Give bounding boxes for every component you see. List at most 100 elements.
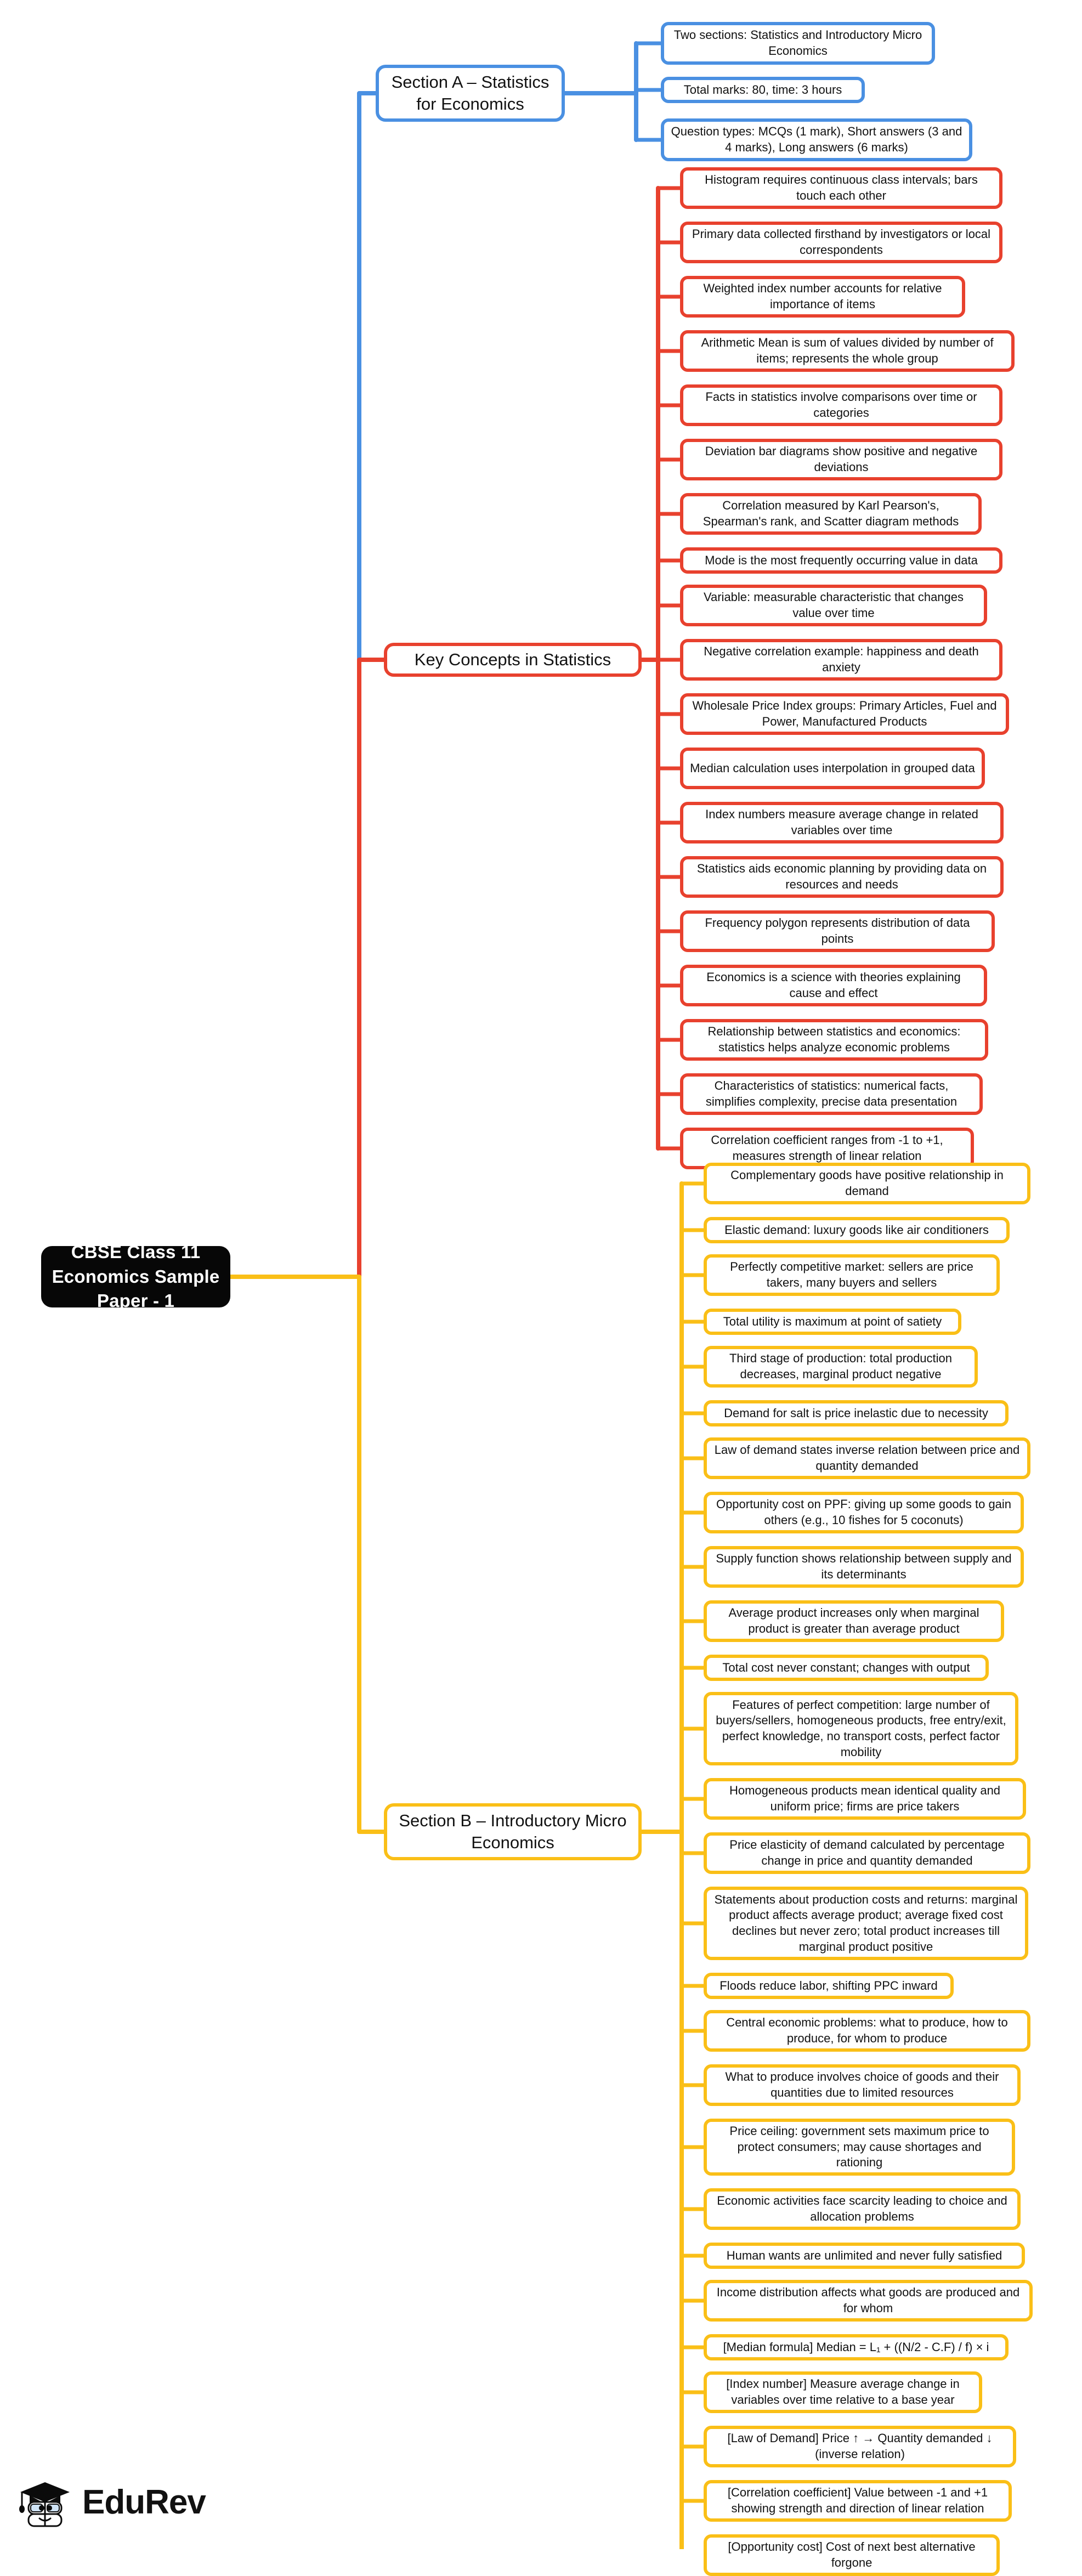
leaf-node-section-b-11-label: Total cost never constant; changes with …	[722, 1660, 970, 1674]
leaf-node-section-a-3-label: Question types: MCQs (1 mark), Short ans…	[671, 124, 962, 154]
leaf-node-section-b-5-label: Third stage of production: total product…	[729, 1351, 953, 1381]
leaf-node-key-concepts-5[interactable]: Facts in statistics involve comparisons …	[680, 384, 1002, 426]
leaf-node-section-b-21[interactable]: Human wants are unlimited and never full…	[704, 2243, 1025, 2269]
leaf-node-section-b-21-label: Human wants are unlimited and never full…	[726, 2248, 1002, 2262]
leaf-node-key-concepts-13[interactable]: Index numbers measure average change in …	[680, 802, 1004, 843]
leaf-node-section-b-16-label: Floods reduce labor, shifting PPC inward	[720, 1978, 938, 1992]
leaf-node-section-a-3[interactable]: Question types: MCQs (1 mark), Short ans…	[661, 118, 972, 161]
leaf-node-section-b-9-label: Supply function shows relationship betwe…	[716, 1552, 1012, 1581]
edurev-logo[interactable]: EduRev	[16, 2473, 206, 2530]
leaf-node-key-concepts-14[interactable]: Statistics aids economic planning by pro…	[680, 856, 1004, 898]
leaf-node-section-b-3-label: Perfectly competitive market: sellers ar…	[730, 1260, 973, 1289]
branch-node-key-concepts-label: Key Concepts in Statistics	[414, 649, 611, 669]
leaf-node-section-b-7-label: Law of demand states inverse relation be…	[714, 1443, 1020, 1473]
leaf-node-section-b-2-label: Elastic demand: luxury goods like air co…	[724, 1222, 989, 1237]
leaf-node-key-concepts-16[interactable]: Economics is a science with theories exp…	[680, 965, 987, 1006]
leaf-node-key-concepts-17-label: Relationship between statistics and econ…	[707, 1024, 961, 1054]
leaf-node-key-concepts-4-label: Arithmetic Mean is sum of values divided…	[701, 336, 994, 365]
leaf-node-section-b-1-label: Complementary goods have positive relati…	[730, 1168, 1004, 1198]
leaf-node-key-concepts-3[interactable]: Weighted index number accounts for relat…	[680, 276, 965, 318]
leaf-node-section-b-8[interactable]: Opportunity cost on PPF: giving up some …	[704, 1492, 1024, 1533]
leaf-node-key-concepts-15[interactable]: Frequency polygon represents distributio…	[680, 910, 995, 952]
leaf-node-section-b-9[interactable]: Supply function shows relationship betwe…	[704, 1546, 1024, 1588]
leaf-node-section-b-23-label: [Median formula] Median = L₁ + ((N/2 - C…	[723, 2340, 989, 2354]
leaf-node-key-concepts-8-label: Mode is the most frequently occurring va…	[705, 553, 978, 567]
leaf-node-section-b-17[interactable]: Central economic problems: what to produ…	[704, 2010, 1030, 2052]
leaf-node-key-concepts-18-label: Characteristics of statistics: numerical…	[705, 1079, 958, 1108]
leaf-node-key-concepts-1[interactable]: Histogram requires continuous class inte…	[680, 167, 1002, 209]
leaf-node-section-b-24[interactable]: [Index number] Measure average change in…	[704, 2371, 982, 2413]
leaf-node-section-b-15-label: Statements about production costs and re…	[714, 1892, 1018, 1954]
leaf-node-key-concepts-11-label: Wholesale Price Index groups: Primary Ar…	[692, 699, 997, 728]
leaf-node-section-b-14[interactable]: Price elasticity of demand calculated by…	[704, 1832, 1030, 1874]
leaf-node-key-concepts-15-label: Frequency polygon represents distributio…	[705, 916, 970, 946]
leaf-node-section-a-1[interactable]: Two sections: Statistics and Introductor…	[661, 22, 935, 65]
leaf-node-section-a-2-label: Total marks: 80, time: 3 hours	[683, 82, 842, 97]
leaf-node-section-b-7[interactable]: Law of demand states inverse relation be…	[704, 1437, 1030, 1479]
leaf-node-section-b-18[interactable]: What to produce involves choice of goods…	[704, 2064, 1021, 2106]
branch-node-section-b[interactable]: Section B – Introductory Micro Economics	[384, 1803, 642, 1860]
leaf-node-key-concepts-6-label: Deviation bar diagrams show positive and…	[705, 444, 978, 474]
branch-node-section-a-label: Section A – Statistics for Economics	[391, 72, 550, 114]
leaf-node-key-concepts-10-label: Negative correlation example: happiness …	[704, 644, 979, 674]
leaf-node-section-a-2[interactable]: Total marks: 80, time: 3 hours	[661, 77, 865, 103]
branch-node-section-a[interactable]: Section A – Statistics for Economics	[376, 65, 565, 122]
leaf-node-key-concepts-6[interactable]: Deviation bar diagrams show positive and…	[680, 439, 1002, 480]
leaf-node-section-b-18-label: What to produce involves choice of goods…	[725, 2070, 999, 2099]
leaf-node-section-b-25[interactable]: [Law of Demand] Price ↑ → Quantity deman…	[704, 2426, 1016, 2467]
leaf-node-section-b-25-label: [Law of Demand] Price ↑ → Quantity deman…	[727, 2431, 993, 2461]
leaf-node-section-b-1[interactable]: Complementary goods have positive relati…	[704, 1163, 1030, 1204]
leaf-node-key-concepts-4[interactable]: Arithmetic Mean is sum of values divided…	[680, 330, 1015, 372]
leaf-node-section-b-15[interactable]: Statements about production costs and re…	[704, 1887, 1028, 1960]
leaf-node-section-b-10-label: Average product increases only when marg…	[728, 1606, 979, 1635]
leaf-node-section-b-22-label: Income distribution affects what goods a…	[716, 2285, 1020, 2315]
leaf-node-key-concepts-17[interactable]: Relationship between statistics and econ…	[680, 1019, 988, 1061]
leaf-node-key-concepts-8[interactable]: Mode is the most frequently occurring va…	[680, 547, 1002, 574]
leaf-node-section-b-2[interactable]: Elastic demand: luxury goods like air co…	[704, 1217, 1010, 1243]
leaf-node-section-b-20-label: Economic activities face scarcity leadin…	[717, 2194, 1007, 2223]
leaf-node-section-b-5[interactable]: Third stage of production: total product…	[704, 1346, 978, 1388]
leaf-node-key-concepts-9-label: Variable: measurable characteristic that…	[703, 590, 964, 620]
leaf-node-section-b-22[interactable]: Income distribution affects what goods a…	[704, 2280, 1033, 2322]
leaf-node-section-b-17-label: Central economic problems: what to produ…	[726, 2015, 1008, 2045]
leaf-node-section-b-12-label: Features of perfect competition: large n…	[716, 1697, 1006, 1759]
leaf-node-section-b-16[interactable]: Floods reduce labor, shifting PPC inward	[704, 1973, 954, 1999]
leaf-node-key-concepts-3-label: Weighted index number accounts for relat…	[703, 281, 942, 311]
leaf-node-section-b-26-label: [Correlation coefficient] Value between …	[727, 2486, 988, 2515]
leaf-node-key-concepts-12[interactable]: Median calculation uses interpolation in…	[680, 748, 985, 789]
leaf-node-section-b-19[interactable]: Price ceiling: government sets maximum p…	[704, 2119, 1015, 2176]
leaf-node-section-b-11[interactable]: Total cost never constant; changes with …	[704, 1655, 989, 1681]
leaf-node-key-concepts-2[interactable]: Primary data collected firsthand by inve…	[680, 222, 1002, 263]
leaf-node-key-concepts-7-label: Correlation measured by Karl Pearson's, …	[703, 499, 959, 528]
leaf-node-section-b-6-label: Demand for salt is price inelastic due t…	[724, 1406, 988, 1420]
leaf-node-key-concepts-18[interactable]: Characteristics of statistics: numerical…	[680, 1073, 983, 1115]
leaf-node-key-concepts-16-label: Economics is a science with theories exp…	[706, 970, 961, 1000]
leaf-node-section-b-3[interactable]: Perfectly competitive market: sellers ar…	[704, 1254, 1000, 1296]
edurev-wordmark: EduRev	[82, 2483, 206, 2521]
leaf-node-section-b-13[interactable]: Homogeneous products mean identical qual…	[704, 1778, 1026, 1820]
leaf-node-section-b-10[interactable]: Average product increases only when marg…	[704, 1600, 1004, 1642]
root-node[interactable]: CBSE Class 11 Economics Sample Paper - 1	[41, 1242, 230, 1311]
leaf-node-key-concepts-7[interactable]: Correlation measured by Karl Pearson's, …	[680, 493, 982, 535]
leaf-node-section-b-12[interactable]: Features of perfect competition: large n…	[704, 1692, 1018, 1765]
leaf-node-key-concepts-10[interactable]: Negative correlation example: happiness …	[680, 639, 1002, 681]
leaf-node-key-concepts-19-label: Correlation coefficient ranges from -1 t…	[711, 1133, 943, 1163]
leaf-node-section-b-6[interactable]: Demand for salt is price inelastic due t…	[704, 1400, 1009, 1426]
leaf-node-section-b-19-label: Price ceiling: government sets maximum p…	[729, 2124, 989, 2170]
graduation-cap-book-icon	[16, 2473, 73, 2530]
leaf-node-key-concepts-11[interactable]: Wholesale Price Index groups: Primary Ar…	[680, 693, 1009, 735]
leaf-node-key-concepts-5-label: Facts in statistics involve comparisons …	[705, 390, 977, 420]
leaf-node-key-concepts-9[interactable]: Variable: measurable characteristic that…	[680, 585, 987, 626]
leaf-node-section-b-23[interactable]: [Median formula] Median = L₁ + ((N/2 - C…	[704, 2334, 1009, 2360]
leaf-node-section-b-13-label: Homogeneous products mean identical qual…	[729, 1784, 1001, 1813]
leaf-node-key-concepts-2-label: Primary data collected firsthand by inve…	[692, 227, 991, 257]
leaf-node-section-b-27[interactable]: [Opportunity cost] Cost of next best alt…	[704, 2534, 1000, 2576]
branch-node-key-concepts[interactable]: Key Concepts in Statistics	[384, 643, 642, 677]
leaf-node-section-b-4[interactable]: Total utility is maximum at point of sat…	[704, 1309, 961, 1335]
leaf-node-key-concepts-12-label: Median calculation uses interpolation in…	[690, 761, 975, 775]
leaf-node-section-b-26[interactable]: [Correlation coefficient] Value between …	[704, 2480, 1012, 2522]
leaf-node-key-concepts-19[interactable]: Correlation coefficient ranges from -1 t…	[680, 1128, 974, 1169]
leaf-node-section-b-20[interactable]: Economic activities face scarcity leadin…	[704, 2188, 1021, 2230]
leaf-node-key-concepts-14-label: Statistics aids economic planning by pro…	[696, 862, 987, 891]
